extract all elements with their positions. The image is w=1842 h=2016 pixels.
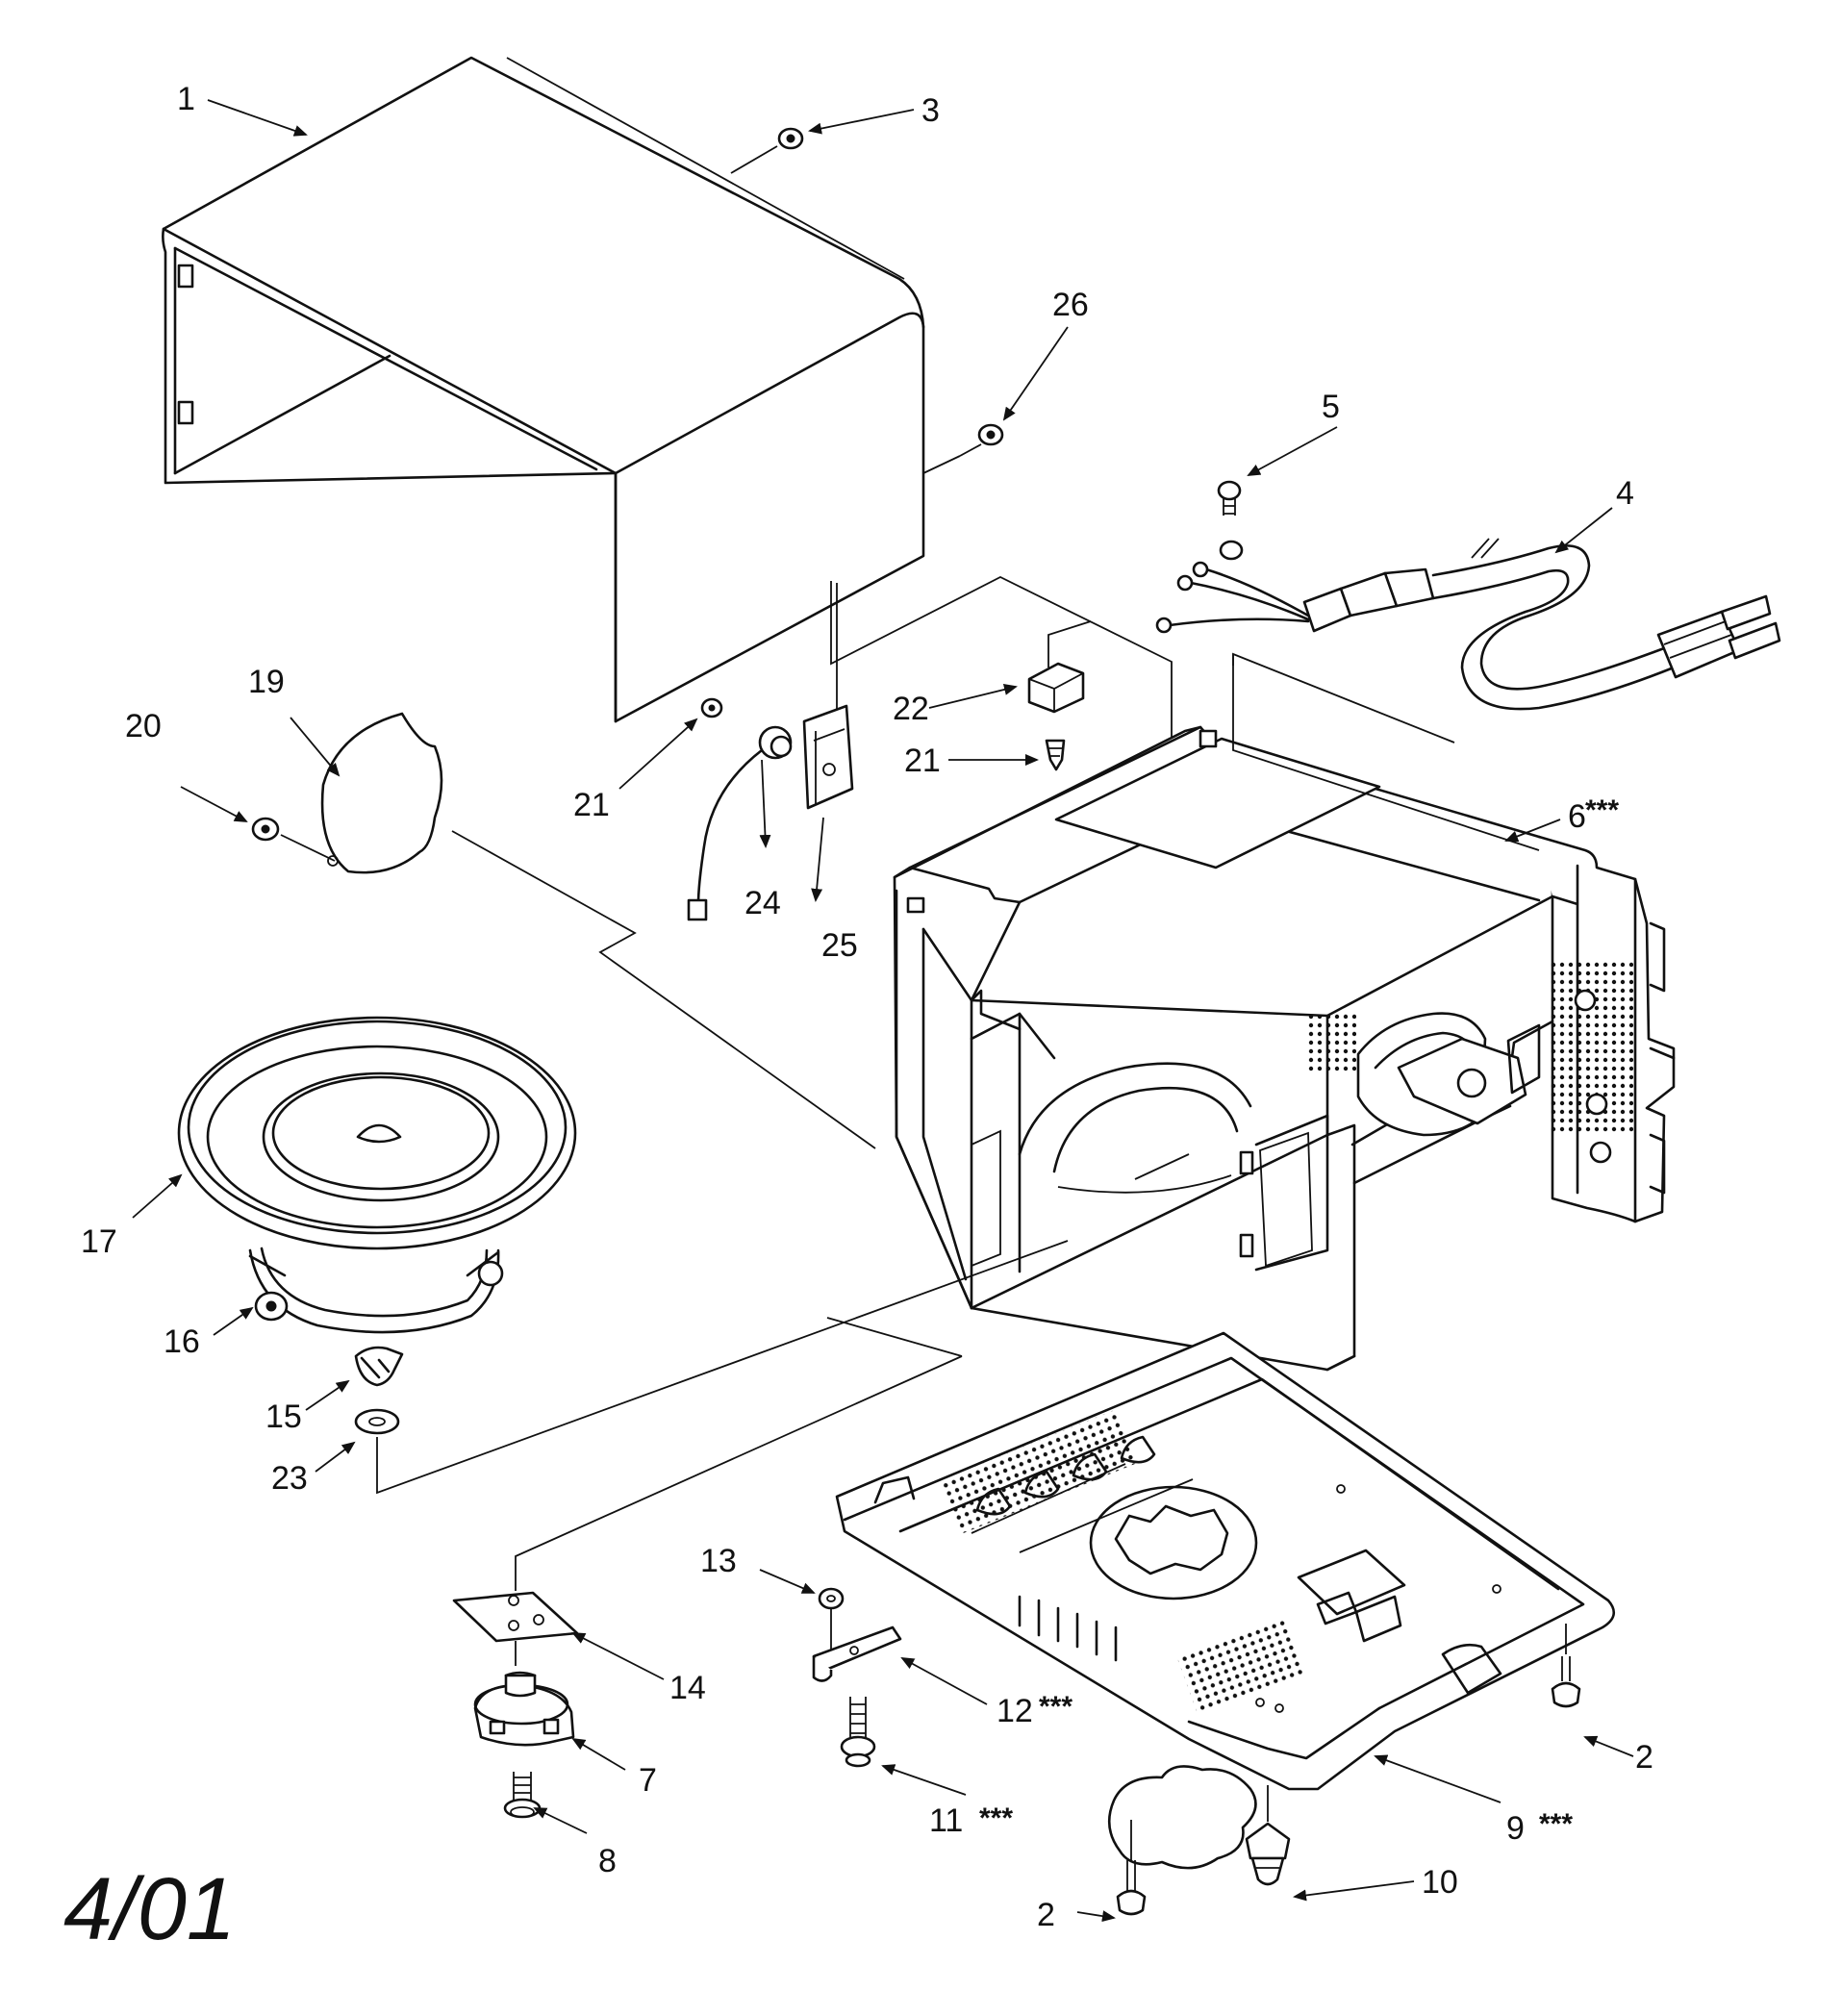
part-labels: 1 3 26 5 4 6 *** 19 20 21 24 25 22 21 17… [81,81,1653,1933]
base-foot [1245,1822,1291,1886]
latch-bracket [802,583,854,810]
base-screw-bottom [1116,1820,1147,1916]
turntable-tray [177,1016,577,1250]
label-10: 10 [1422,1864,1458,1901]
waveguide-screw [251,817,280,842]
ground-screw [1217,480,1244,561]
marker-6: *** [1585,794,1619,826]
label-21-left: 21 [573,787,610,823]
mount-bracket [812,1625,902,1682]
label-21-right: 21 [904,743,941,779]
power-cord [1155,538,1781,711]
bracket-screw [840,1697,876,1768]
label-5: 5 [1322,389,1340,425]
marker-9: *** [1539,1808,1573,1840]
label-24: 24 [744,885,781,921]
label-17: 17 [81,1223,117,1260]
label-6: 6 [1568,798,1586,835]
label-22: 22 [893,691,929,727]
motor-screw [503,1772,542,1819]
cutout-screw [1045,739,1066,771]
lamp-socket [687,725,793,921]
washer [354,1408,400,1435]
base-plate [835,1331,1616,1822]
label-1: 1 [177,81,195,117]
label-25: 25 [821,927,858,964]
waveguide-cover [280,712,443,874]
label-20: 20 [125,708,162,744]
label-12: 12 [997,1693,1033,1729]
small-washer [818,1587,845,1656]
base-screw-right [1551,1656,1581,1708]
marker-12: *** [1039,1691,1072,1723]
roller-ring [248,1247,504,1334]
label-8: 8 [598,1843,617,1879]
drive-coupler [354,1346,404,1387]
label-2-right: 2 [1635,1739,1653,1776]
lamp-screw [700,697,723,718]
label-9: 9 [1506,1810,1525,1847]
cover-screw-top [730,127,804,174]
marker-11: *** [979,1802,1013,1834]
leader-arrows [132,99,1634,1923]
motor-bracket [452,1591,579,1666]
label-15: 15 [265,1399,302,1435]
thermal-cutout [1027,620,1092,714]
date-stamp: 4/01 [63,1860,236,1958]
oven-chassis [830,575,1676,1372]
mica-sheet [1107,1765,1257,1870]
label-14: 14 [669,1670,706,1706]
label-19: 19 [248,664,285,700]
label-7: 7 [639,1762,657,1799]
label-16: 16 [164,1323,200,1360]
label-23: 23 [271,1460,308,1497]
label-13: 13 [700,1543,737,1579]
alignment-lines [376,652,1455,1591]
label-2-bottom: 2 [1037,1897,1055,1933]
label-3: 3 [921,92,940,129]
label-26: 26 [1052,287,1089,323]
cover-screw-side [959,423,1004,457]
label-11: 11 [929,1802,963,1839]
cabinet-cover [162,56,961,723]
turntable-motor [473,1671,575,1747]
label-4: 4 [1616,475,1634,512]
